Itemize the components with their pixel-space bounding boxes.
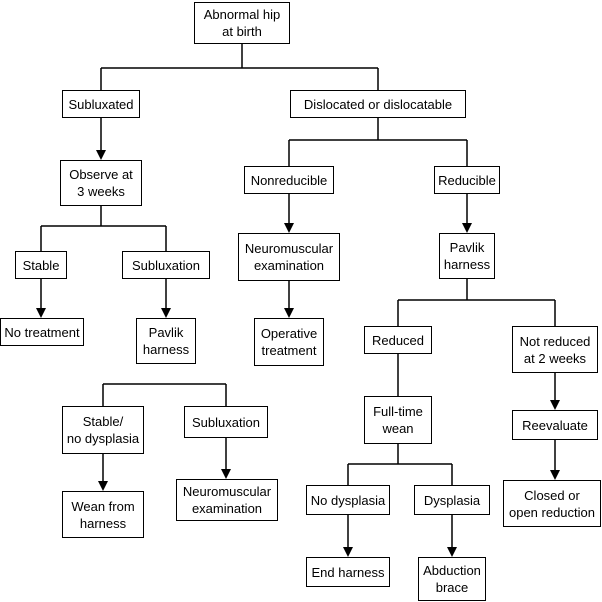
node-dislocated: Dislocated or dislocatable	[290, 90, 466, 118]
node-subluxated: Subluxated	[62, 90, 140, 118]
node-pavlik-harness-2: Pavlik harness	[136, 318, 196, 364]
node-abduction-brace: Abduction brace	[418, 557, 486, 601]
arrowhead	[447, 547, 457, 557]
arrowhead	[550, 470, 560, 480]
node-subluxation-1: Subluxation	[122, 251, 210, 279]
arrowhead	[96, 150, 106, 160]
arrowhead	[98, 481, 108, 491]
node-wean-from-harness: Wean from harness	[62, 491, 144, 538]
node-neuromuscular-1: Neuromuscular examination	[238, 233, 340, 281]
arrowhead	[36, 308, 46, 318]
node-stable-no-dysplasia: Stable/ no dysplasia	[62, 406, 144, 454]
node-no-treatment: No treatment	[0, 318, 84, 346]
arrowhead	[221, 469, 231, 479]
node-stable: Stable	[15, 251, 67, 279]
node-neuromuscular-2: Neuromuscular examination	[176, 479, 278, 521]
node-subluxation-2: Subluxation	[184, 406, 268, 438]
arrowhead	[284, 308, 294, 318]
node-operative-treatment: Operative treatment	[254, 318, 324, 366]
node-nonreducible: Nonreducible	[244, 166, 334, 194]
node-no-dysplasia: No dysplasia	[306, 485, 390, 515]
arrowhead	[550, 400, 560, 410]
node-reevaluate: Reevaluate	[512, 410, 598, 440]
arrowhead	[343, 547, 353, 557]
node-observe-3-weeks: Observe at 3 weeks	[60, 160, 142, 206]
node-dysplasia: Dysplasia	[414, 485, 490, 515]
node-closed-open-reduction: Closed or open reduction	[503, 480, 601, 527]
node-not-reduced: Not reduced at 2 weeks	[512, 326, 598, 373]
node-full-time-wean: Full-time wean	[364, 396, 432, 444]
arrowhead	[462, 223, 472, 233]
node-pavlik-harness-1: Pavlik harness	[439, 233, 495, 279]
node-abnormal-hip: Abnormal hip at birth	[194, 2, 290, 44]
arrowhead	[161, 308, 171, 318]
node-reduced: Reduced	[364, 326, 432, 354]
node-reducible: Reducible	[434, 166, 500, 194]
arrowhead	[284, 223, 294, 233]
node-end-harness: End harness	[306, 557, 390, 587]
